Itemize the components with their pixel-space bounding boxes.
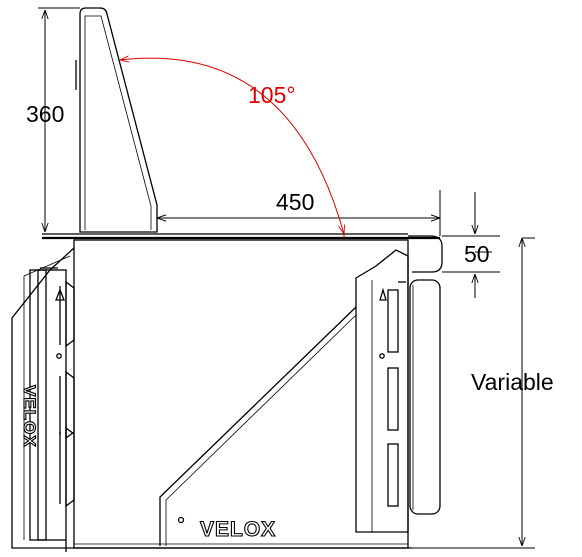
front-brand-logo: VELOX bbox=[200, 518, 276, 541]
cabinet-body bbox=[50, 239, 412, 549]
dimension-backrest-height: 360 bbox=[26, 7, 80, 232]
top-thickness-label: 50 bbox=[464, 241, 490, 267]
dimension-top-thickness: 50 bbox=[442, 192, 500, 298]
right-side-panel bbox=[355, 249, 441, 533]
dimension-variable-height: Variable bbox=[412, 237, 554, 549]
dimension-depth: 450 bbox=[157, 189, 441, 236]
backrest-angle-label: 105° bbox=[248, 82, 296, 108]
backrest-angle-annotation: 105° bbox=[120, 58, 344, 238]
backrest-panel bbox=[75, 7, 158, 233]
variable-height-label: Variable bbox=[471, 369, 554, 395]
depth-label: 450 bbox=[276, 189, 314, 215]
side-brand-logo: VELOX bbox=[20, 385, 39, 448]
left-side-panel: VELOX bbox=[11, 247, 75, 552]
backrest-height-label: 360 bbox=[26, 101, 64, 127]
